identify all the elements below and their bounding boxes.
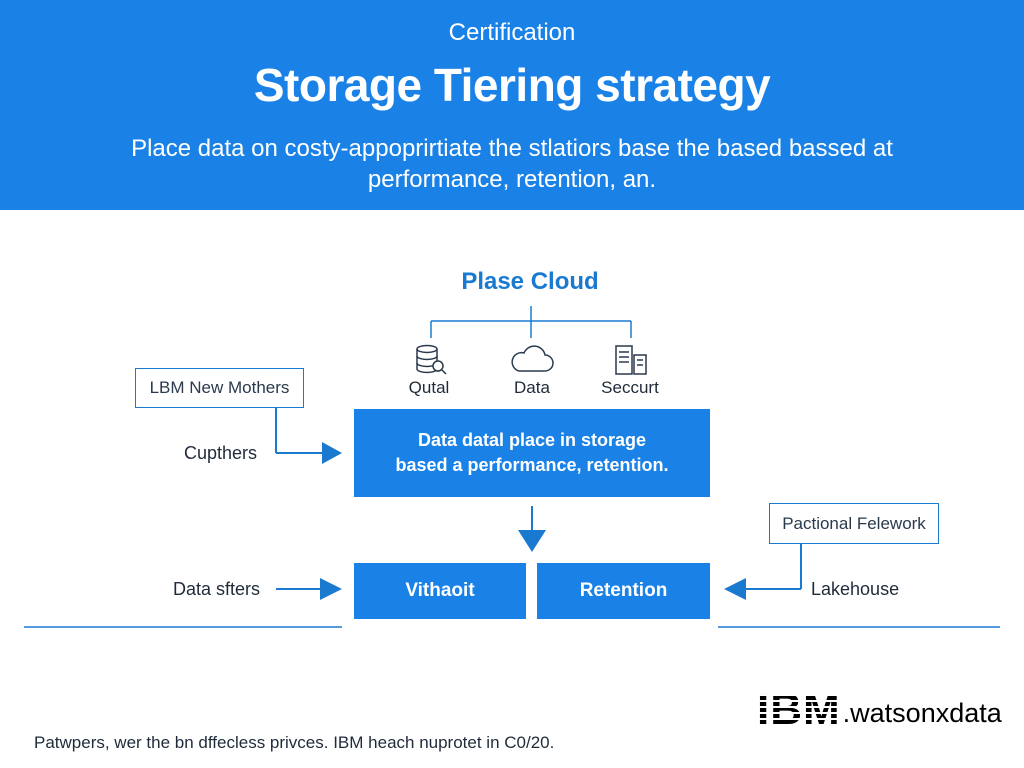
cloud-icon — [511, 345, 554, 372]
tier-box-right: Retention — [537, 563, 710, 619]
brand-product-name: .watsonxdata — [842, 698, 1002, 728]
left-top-box: LBM New Mothers — [135, 368, 304, 408]
footer-note: Patwpers, wer the bn dffecless privces. … — [34, 733, 555, 752]
down-arrow — [518, 530, 546, 552]
tier-box-left: Vithaoit — [354, 563, 526, 619]
right-connector — [738, 544, 802, 590]
brand-logo: IBM .watsonxdata — [757, 685, 1002, 734]
database-search-icon — [416, 344, 447, 375]
arrow-into-tier-left — [320, 578, 342, 600]
header-banner: Certification Storage Tiering strategy P… — [0, 0, 1024, 210]
icon-label-qutal: Qutal — [408, 378, 450, 397]
main-box-line-2: based a performance, retention. — [395, 455, 669, 475]
page-subtitle: Place data on costy-appoprirtiate the st… — [131, 135, 893, 193]
server-icon — [615, 345, 647, 375]
main-process-box: Data datal place in storage based a perf… — [354, 409, 710, 497]
right-label: Lakehouse — [811, 579, 900, 599]
cloud-bracket — [430, 306, 632, 338]
cloud-title: Plase Cloud — [461, 268, 599, 295]
left-bottom-label: Data sfters — [173, 579, 261, 599]
ibm-logo-mark: IBM — [757, 685, 841, 734]
main-box-line-1: Data datal place in storage — [417, 430, 647, 450]
arrow-into-main-box — [322, 442, 342, 464]
right-box: Pactional Felework — [769, 503, 939, 544]
left-top-label: Cupthers — [184, 443, 258, 463]
page-title: Storage Tiering strategy — [253, 59, 771, 111]
icon-label-seccurt: Seccurt — [601, 378, 659, 397]
icon-label-data: Data — [514, 378, 550, 397]
eyebrow-label: Certification — [448, 19, 576, 46]
arrow-into-tier-right — [724, 578, 746, 600]
